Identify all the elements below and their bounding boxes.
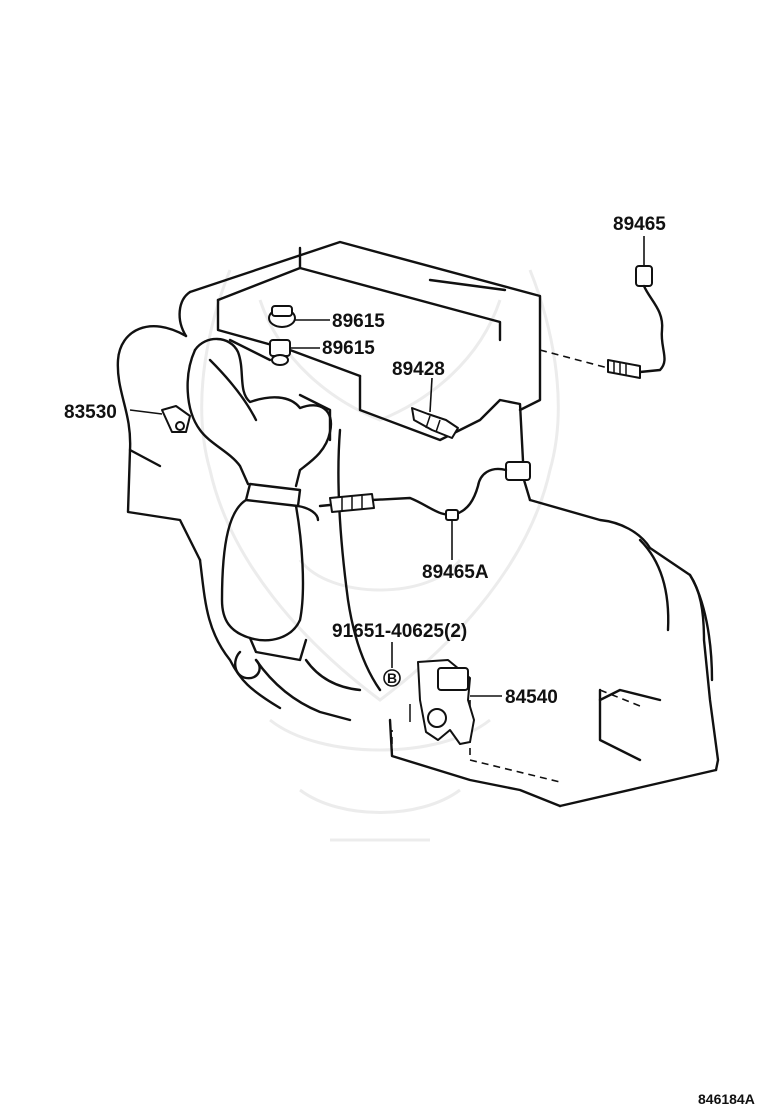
callout-89615-lower: 89615 <box>322 338 375 359</box>
callout-91651-40625: 91651-40625(2) <box>332 621 467 642</box>
callout-89465: 89465 <box>613 214 666 235</box>
marker-b-label: B <box>387 670 397 686</box>
leader-lines <box>129 236 645 697</box>
exhaust-manifold <box>186 337 362 722</box>
callout-83530: 83530 <box>64 402 117 423</box>
callout-84540: 84540 <box>505 687 558 708</box>
part-89465A-sensor <box>318 461 531 521</box>
watermark-emblem <box>200 269 560 842</box>
part-89465-sensor <box>607 265 666 379</box>
callout-89465A: 89465A <box>422 562 489 583</box>
transmission <box>337 428 720 808</box>
reference-lines <box>391 349 641 783</box>
engine-block <box>116 240 542 562</box>
callout-89615-upper: 89615 <box>332 311 385 332</box>
part-89615-sensor-a <box>268 305 296 328</box>
part-89428-sensor <box>411 407 459 439</box>
part-83530-switch <box>161 405 191 433</box>
part-84540-switch <box>409 659 475 745</box>
illustration-number: 846184A <box>698 1091 755 1107</box>
part-89615-sensor-b <box>269 339 291 366</box>
callout-89428: 89428 <box>392 359 445 380</box>
marker-b: B <box>383 669 401 687</box>
